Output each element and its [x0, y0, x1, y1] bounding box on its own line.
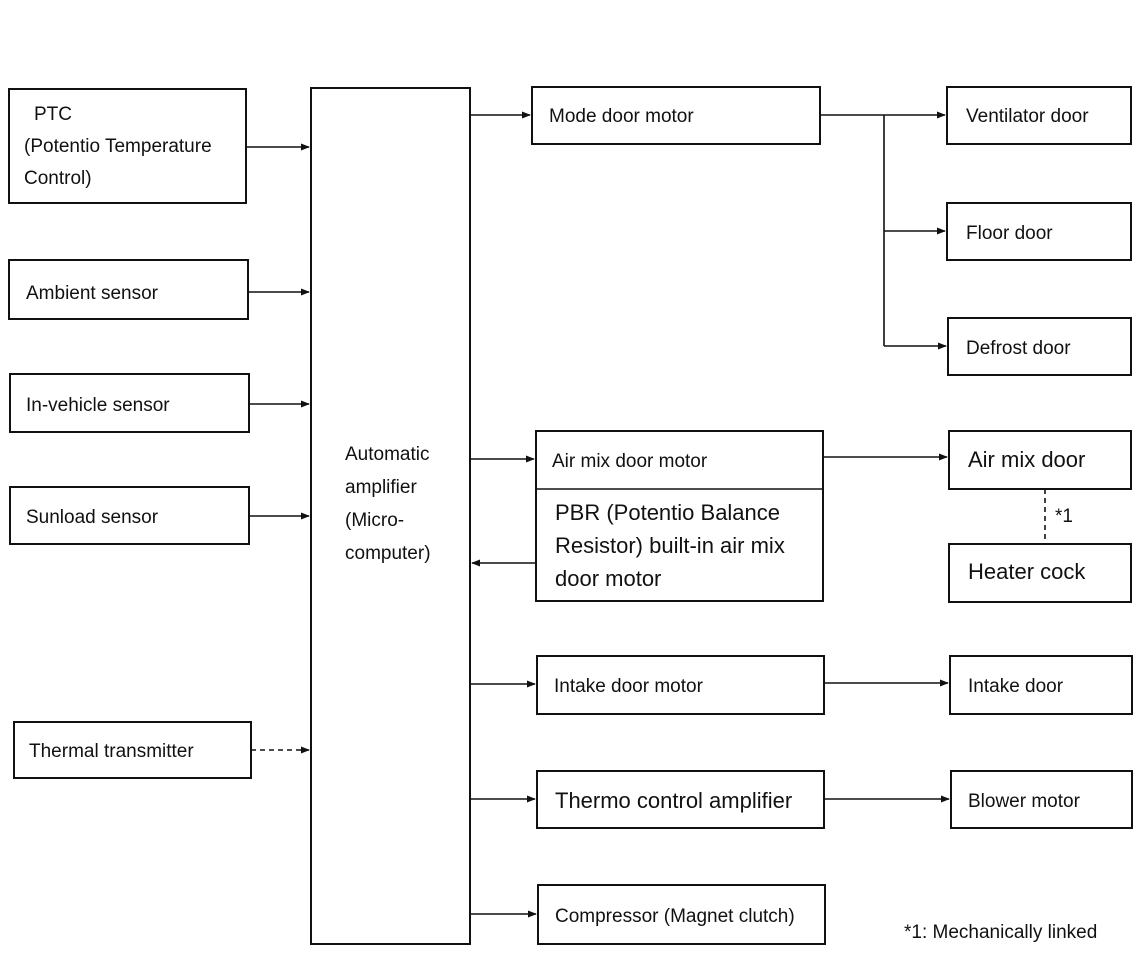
- footnote: *1: Mechanically linked: [904, 922, 1097, 943]
- thermo-control-amplifier-box: Thermo control amplifier: [536, 770, 825, 829]
- defrost-door-label: Defrost door: [966, 338, 1071, 359]
- in-vehicle-sensor-label: In-vehicle sensor: [26, 395, 170, 416]
- amplifier-label-line4: computer): [345, 543, 431, 564]
- ptc-label-line3: Control): [24, 168, 92, 189]
- ptc-label-line2: (Potentio Temperature: [24, 136, 212, 157]
- sunload-sensor-label: Sunload sensor: [26, 507, 159, 528]
- amplifier-label-line3: (Micro-: [345, 510, 404, 531]
- thermo-control-amplifier-label: Thermo control amplifier: [555, 788, 792, 813]
- air-mix-door-box: Air mix door: [948, 430, 1132, 490]
- ventilator-door-label: Ventilator door: [966, 106, 1089, 127]
- automatic-amplifier-box: Automatic amplifier (Micro- computer): [310, 87, 471, 945]
- defrost-door-box: Defrost door: [947, 317, 1132, 376]
- mode-door-motor-label: Mode door motor: [549, 106, 694, 127]
- mode-door-motor-box: Mode door motor: [531, 86, 821, 145]
- thermal-transmitter-box: Thermal transmitter: [13, 721, 252, 779]
- mechanical-link-mark: *1: [1055, 506, 1073, 527]
- sunload-sensor-box: Sunload sensor: [9, 486, 250, 545]
- ptc-label-line1: PTC: [34, 104, 72, 125]
- blower-motor-box: Blower motor: [950, 770, 1133, 829]
- compressor-box: Compressor (Magnet clutch): [537, 884, 826, 945]
- intake-door-motor-box: Intake door motor: [536, 655, 825, 715]
- thermal-transmitter-label: Thermal transmitter: [29, 741, 194, 762]
- heater-cock-label: Heater cock: [968, 559, 1086, 584]
- pbr-label-line2: Resistor) built-in air mix: [555, 533, 785, 558]
- heater-cock-box: Heater cock: [948, 543, 1132, 603]
- ambient-sensor-label: Ambient sensor: [26, 283, 159, 304]
- pbr-label-line1: PBR (Potentio Balance: [555, 500, 780, 525]
- ventilator-door-box: Ventilator door: [946, 86, 1132, 145]
- intake-door-label: Intake door: [968, 676, 1064, 697]
- pbr-label-line3: door motor: [555, 566, 661, 591]
- air-mix-door-motor-label: Air mix door motor: [552, 451, 708, 472]
- air-mix-door-label: Air mix door: [968, 447, 1085, 472]
- amplifier-label-line2: amplifier: [345, 477, 417, 498]
- air-mix-door-motor-box: Air mix door motor PBR (Potentio Balance…: [535, 430, 824, 602]
- in-vehicle-sensor-box: In-vehicle sensor: [9, 373, 250, 433]
- intake-door-motor-label: Intake door motor: [554, 676, 704, 697]
- ambient-sensor-box: Ambient sensor: [8, 259, 249, 320]
- intake-door-box: Intake door: [949, 655, 1133, 715]
- compressor-label: Compressor (Magnet clutch): [555, 906, 795, 927]
- ptc-box: PTC (Potentio Temperature Control): [8, 88, 247, 204]
- floor-door-label: Floor door: [966, 223, 1053, 244]
- blower-motor-label: Blower motor: [968, 791, 1081, 812]
- floor-door-box: Floor door: [946, 202, 1132, 261]
- amplifier-label-line1: Automatic: [345, 444, 429, 465]
